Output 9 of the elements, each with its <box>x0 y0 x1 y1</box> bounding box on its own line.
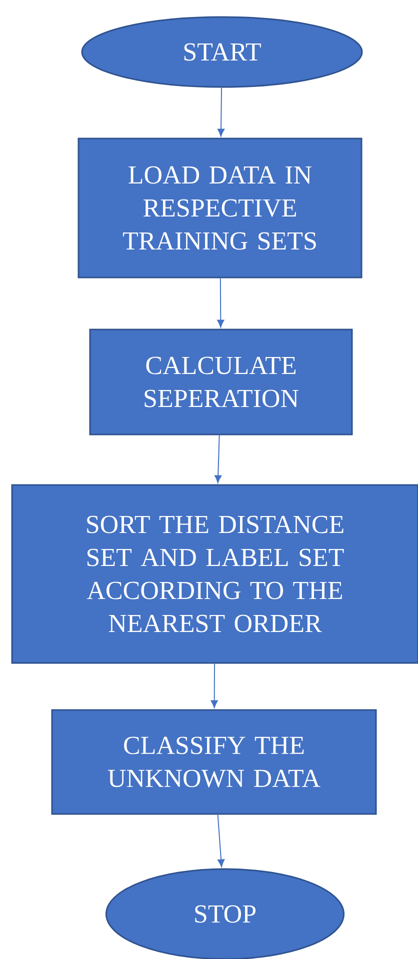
process-box: CALCULATE SEPERATION <box>89 328 353 436</box>
process-box: SORT THE DISTANCE SET AND LABEL SET ACCORDING TO THE NEAREST ORDER <box>11 484 418 664</box>
process-box: LOAD DATA IN RESPECTIVE TRAINING SETS <box>78 138 362 278</box>
arrow <box>217 814 225 868</box>
arrow <box>214 434 222 483</box>
arrow <box>217 278 224 328</box>
arrow <box>217 87 225 136</box>
arrow <box>210 663 218 708</box>
process-box: CLASSIFY THE UNKNOWN DATA <box>51 709 377 815</box>
